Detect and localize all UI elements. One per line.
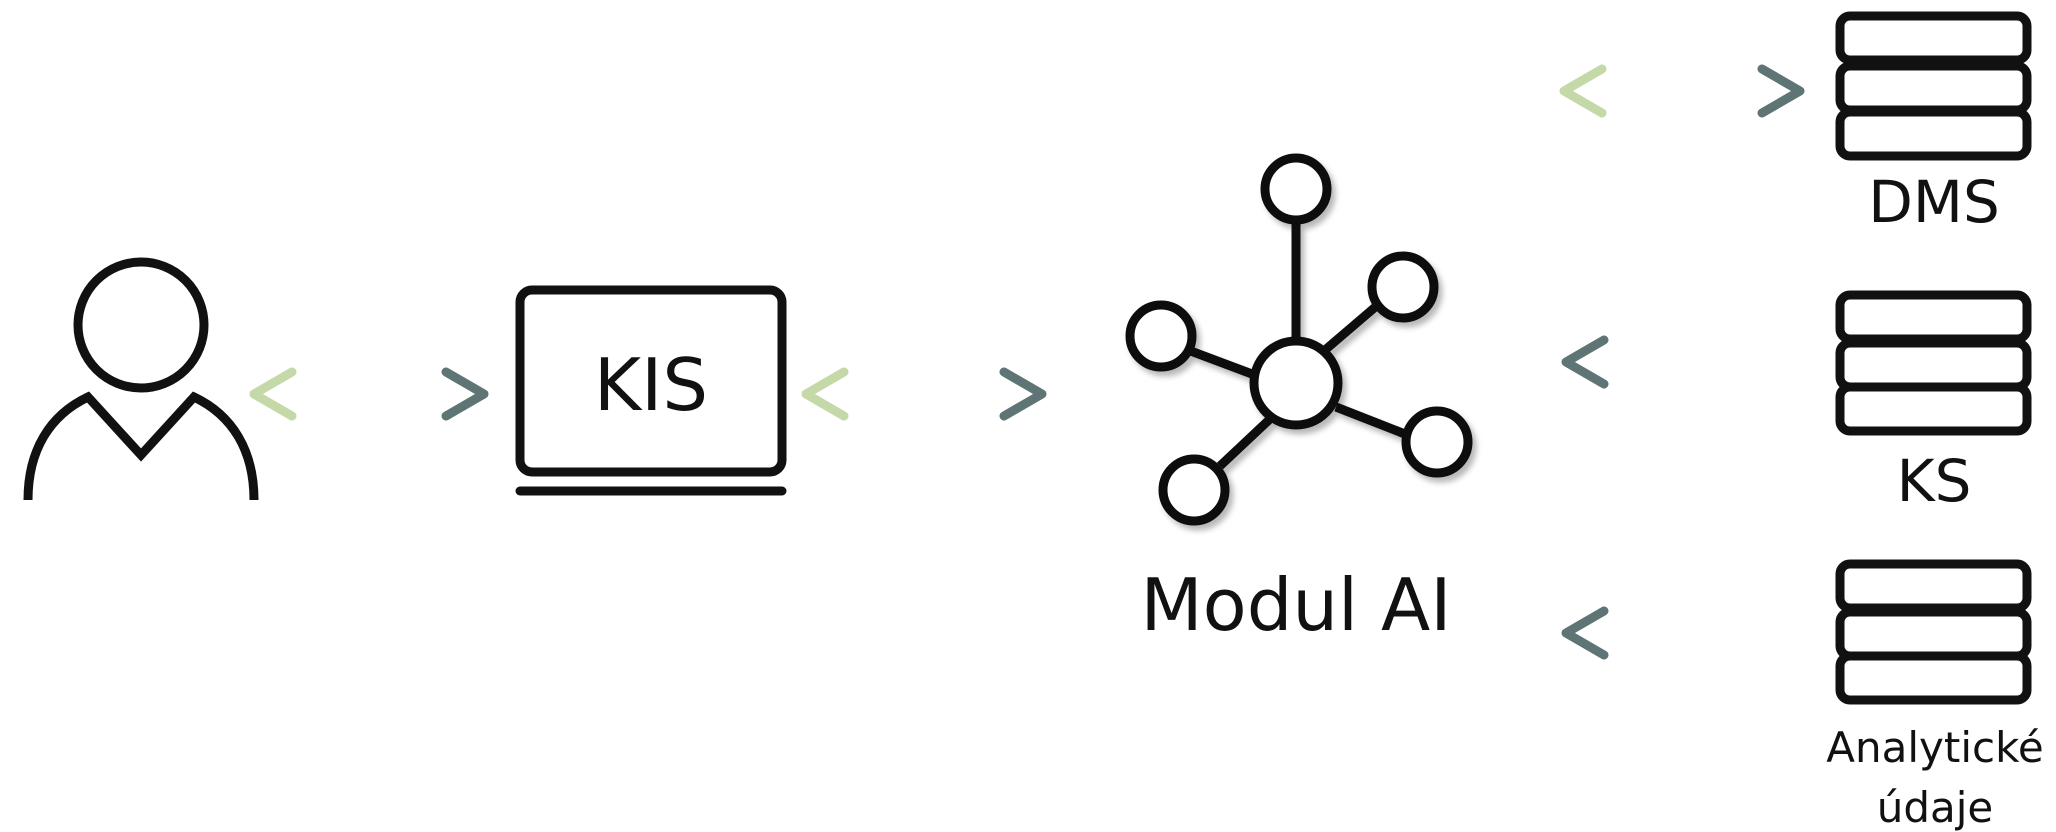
arrow-analytics-hub [1561, 606, 1809, 660]
store-label-analytics-line2: údaje [1877, 783, 1994, 832]
database-icon [1835, 290, 2032, 436]
store-label-analytics-line1: Analytické [1826, 723, 2044, 772]
arrow-hub-dms [1559, 64, 1805, 118]
arrow-kis-hub [801, 367, 1047, 421]
network-hub-icon [1125, 153, 1473, 526]
laptop-label: KIS [594, 343, 708, 427]
laptop-icon [515, 285, 787, 496]
store-label-ks: KS [1897, 447, 1972, 515]
database-icon [1835, 559, 2032, 705]
person-icon [23, 257, 259, 501]
arrow-ks-hub [1561, 335, 1809, 389]
arrow-person-kis [249, 367, 489, 421]
hub-label: Modul AI [1141, 563, 1452, 647]
database-icon [1835, 11, 2032, 161]
store-label-dms: DMS [1868, 168, 2000, 236]
